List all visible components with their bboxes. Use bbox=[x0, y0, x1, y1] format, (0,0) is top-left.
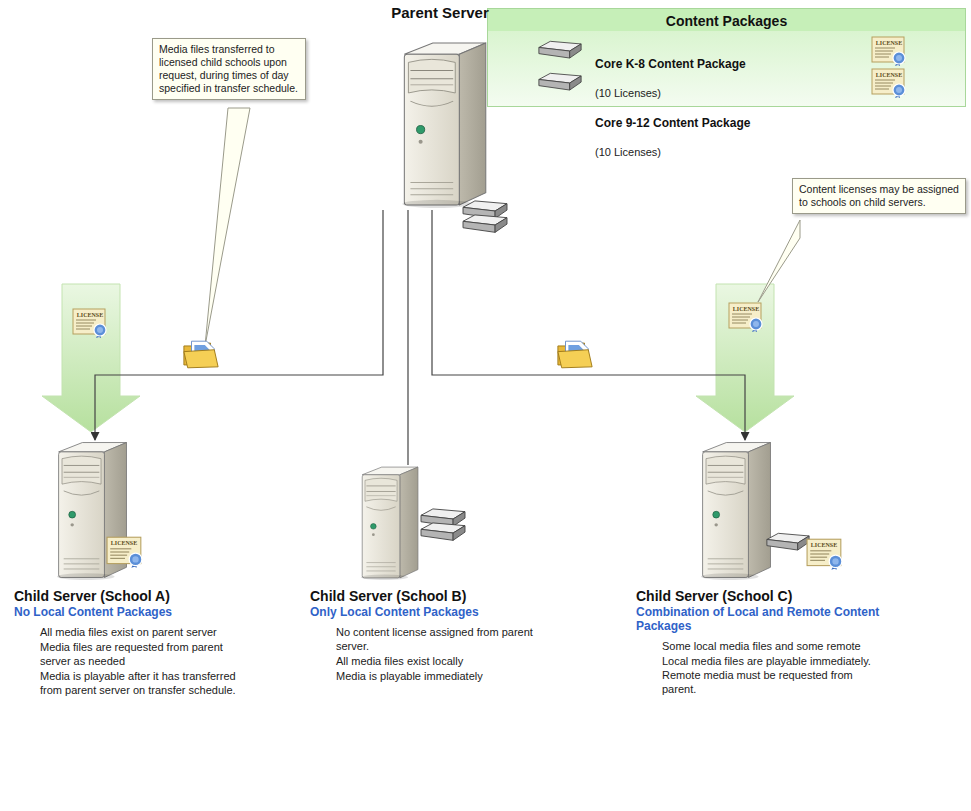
license-text: LICENSE bbox=[109, 540, 139, 547]
folder-icon bbox=[558, 341, 592, 368]
license-text: LICENSE bbox=[809, 542, 839, 549]
license-icon bbox=[872, 69, 905, 98]
license-count: (10 Licenses) bbox=[595, 87, 971, 99]
panel-heading: Content Packages bbox=[487, 13, 966, 29]
license-text: LICENSE bbox=[874, 72, 904, 79]
parent-server: Parent Server bbox=[370, 4, 510, 210]
license-icon bbox=[107, 537, 142, 568]
bullet-text: Media files are requested from parent se… bbox=[40, 641, 223, 667]
package-name: Core 9-12 Content Package bbox=[595, 116, 971, 130]
transfer-arrow bbox=[42, 284, 140, 432]
bullet-item: Some local media files and some remote bbox=[636, 639, 887, 653]
license-text: LICENSE bbox=[75, 312, 105, 319]
network-link bbox=[95, 210, 383, 440]
bullet-text: All media files exist locally bbox=[336, 655, 463, 667]
bullet-item: No content license assigned from parent … bbox=[310, 625, 534, 653]
callout-note: Media files transferred to licensed chil… bbox=[152, 38, 306, 100]
license-icon bbox=[73, 309, 106, 338]
server-tower bbox=[361, 467, 418, 580]
callout-pointer bbox=[758, 220, 800, 302]
network-link bbox=[407, 210, 408, 465]
bullet-item: Media files are requested from parent se… bbox=[14, 640, 252, 668]
bullet-item: Media is playable immediately bbox=[310, 669, 534, 683]
child-server: Child Server (School A)No Local Content … bbox=[10, 440, 252, 698]
disk-icon bbox=[767, 533, 809, 550]
disk-icon bbox=[539, 73, 581, 90]
package-name: Core K-8 Content Package bbox=[595, 57, 971, 71]
child-server: Child Server (School C)Combination of Lo… bbox=[632, 440, 887, 697]
bullet-item: Media is playable after it has transferr… bbox=[14, 669, 252, 697]
callout-text: Media files transferred to licensed chil… bbox=[159, 43, 299, 95]
disk-icon bbox=[421, 523, 465, 540]
license-text: LICENSE bbox=[731, 306, 761, 313]
bullet-item: All media files exist on parent server bbox=[14, 625, 252, 639]
server-subheading: No Local Content Packages bbox=[14, 605, 252, 619]
network-link bbox=[432, 210, 745, 440]
folder-icon bbox=[184, 341, 218, 368]
server-heading: Child Server (School B) bbox=[310, 588, 534, 604]
disk-icon bbox=[463, 215, 507, 232]
license-text: LICENSE bbox=[874, 40, 904, 47]
content-packages-box: Content PackagesCore K-8 Content Package… bbox=[487, 8, 966, 162]
bullet-item: Local media files are playable immediate… bbox=[636, 654, 887, 696]
server-tower bbox=[402, 43, 485, 208]
bullet-text: All media files exist on parent server bbox=[40, 626, 217, 638]
bullet-text: No content license assigned from parent … bbox=[336, 626, 533, 652]
bullet-text: Media is playable after it has transferr… bbox=[40, 670, 236, 696]
server-subheading: Combination of Local and Remote Content … bbox=[636, 605, 887, 633]
child-server: Child Server (School B)Only Local Conten… bbox=[306, 465, 534, 684]
disk-icon bbox=[539, 41, 581, 58]
callout-text: Content licenses may be assigned to scho… bbox=[799, 183, 959, 209]
server-tower bbox=[701, 443, 771, 580]
server-subheading: Only Local Content Packages bbox=[310, 605, 534, 619]
callout-pointer bbox=[205, 108, 250, 346]
server-title: Parent Server bbox=[370, 4, 510, 21]
bullet-text: Local media files are playable immediate… bbox=[662, 655, 871, 695]
bullet-text: Media is playable immediately bbox=[336, 670, 483, 682]
license-icon bbox=[872, 37, 905, 66]
server-heading: Child Server (School C) bbox=[636, 588, 887, 604]
bullet-text: Some local media files and some remote bbox=[662, 640, 861, 652]
license-count: (10 Licenses) bbox=[595, 146, 971, 158]
license-icon bbox=[729, 303, 762, 332]
bullet-item: All media files exist locally bbox=[310, 654, 534, 668]
callout-note: Content licenses may be assigned to scho… bbox=[792, 178, 966, 214]
license-icon bbox=[807, 539, 842, 570]
server-heading: Child Server (School A) bbox=[14, 588, 252, 604]
